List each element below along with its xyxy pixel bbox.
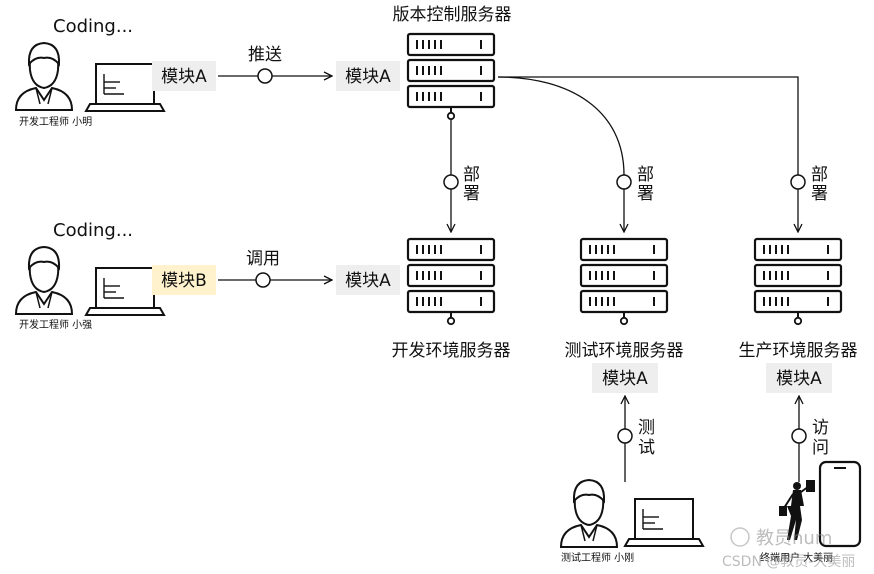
visit-label-1: 访 <box>812 418 829 438</box>
call-label: 调用 <box>246 249 280 269</box>
developer-1-name: 开发工程师 小明 <box>19 115 92 128</box>
developer-2-name: 开发工程师 小强 <box>19 318 92 331</box>
push-label: 推送 <box>248 45 282 65</box>
module-box-dev2 <box>152 265 216 295</box>
watermark-line-2: CSDN @教员-大美丽 <box>722 554 855 570</box>
deploy-test-arrow <box>497 76 624 232</box>
deploy-test-label-1: 部 <box>637 165 654 185</box>
test-server-icon <box>579 237 669 326</box>
test-connector <box>617 428 633 444</box>
call-connector <box>255 272 271 288</box>
vcs-server-icon <box>406 32 496 121</box>
tester-name: 测试工程师 小刚 <box>561 551 634 564</box>
prod-server-icon <box>753 237 843 326</box>
developer-2-person-icon <box>15 246 73 315</box>
developer-1-person-icon <box>15 42 73 111</box>
test-label-2: 试 <box>638 438 655 458</box>
test-label-1: 测 <box>638 418 655 438</box>
module-box-devsrv <box>336 265 400 295</box>
deploy-prod-label-1: 部 <box>811 165 828 185</box>
coding-label-1: Coding... <box>53 16 133 37</box>
end-user-name: 终端用户 大美丽 <box>760 551 833 564</box>
tester-person-icon <box>560 479 618 548</box>
deploy-prod-connector <box>790 174 806 190</box>
visit-connector <box>791 428 807 444</box>
test-server-title: 测试环境服务器 <box>565 341 684 361</box>
vcs-server-title: 版本控制服务器 <box>393 5 512 25</box>
deploy-dev-label-1: 部 <box>463 165 480 185</box>
deploy-dev-connector <box>443 174 459 190</box>
dev-server-title: 开发环境服务器 <box>392 341 511 361</box>
watermark: 教员num CSDN @教员-大美丽 <box>722 527 855 570</box>
smartphone-icon <box>818 460 862 548</box>
prod-server-title: 生产环境服务器 <box>739 341 858 361</box>
watermark-logo-icon <box>730 527 750 547</box>
module-label-test: 模块A <box>602 369 648 389</box>
coding-label-2: Coding... <box>53 220 133 241</box>
deploy-dev-label-2: 署 <box>463 184 480 204</box>
module-box-dev1 <box>152 61 216 91</box>
module-label-devsrv: 模块A <box>345 271 391 291</box>
visit-label-2: 问 <box>812 438 829 458</box>
module-box-prod <box>766 363 832 393</box>
end-user-silhouette-icon <box>779 480 815 540</box>
deploy-test-label-2: 署 <box>637 184 654 204</box>
module-box-test <box>592 363 658 393</box>
module-label-dev1: 模块A <box>161 67 207 87</box>
watermark-line-1: 教员num <box>756 528 832 549</box>
module-label-prod: 模块A <box>776 369 822 389</box>
tester-laptop-icon <box>624 498 704 547</box>
deploy-prod-arrow <box>498 76 798 232</box>
deploy-test-connector <box>616 174 632 190</box>
push-connector <box>257 68 273 84</box>
module-box-vcs <box>336 61 400 91</box>
deploy-prod-label-2: 署 <box>811 184 828 204</box>
module-label-dev2: 模块B <box>161 271 207 291</box>
dev-server-icon <box>406 237 496 326</box>
module-label-vcs: 模块A <box>345 67 391 87</box>
